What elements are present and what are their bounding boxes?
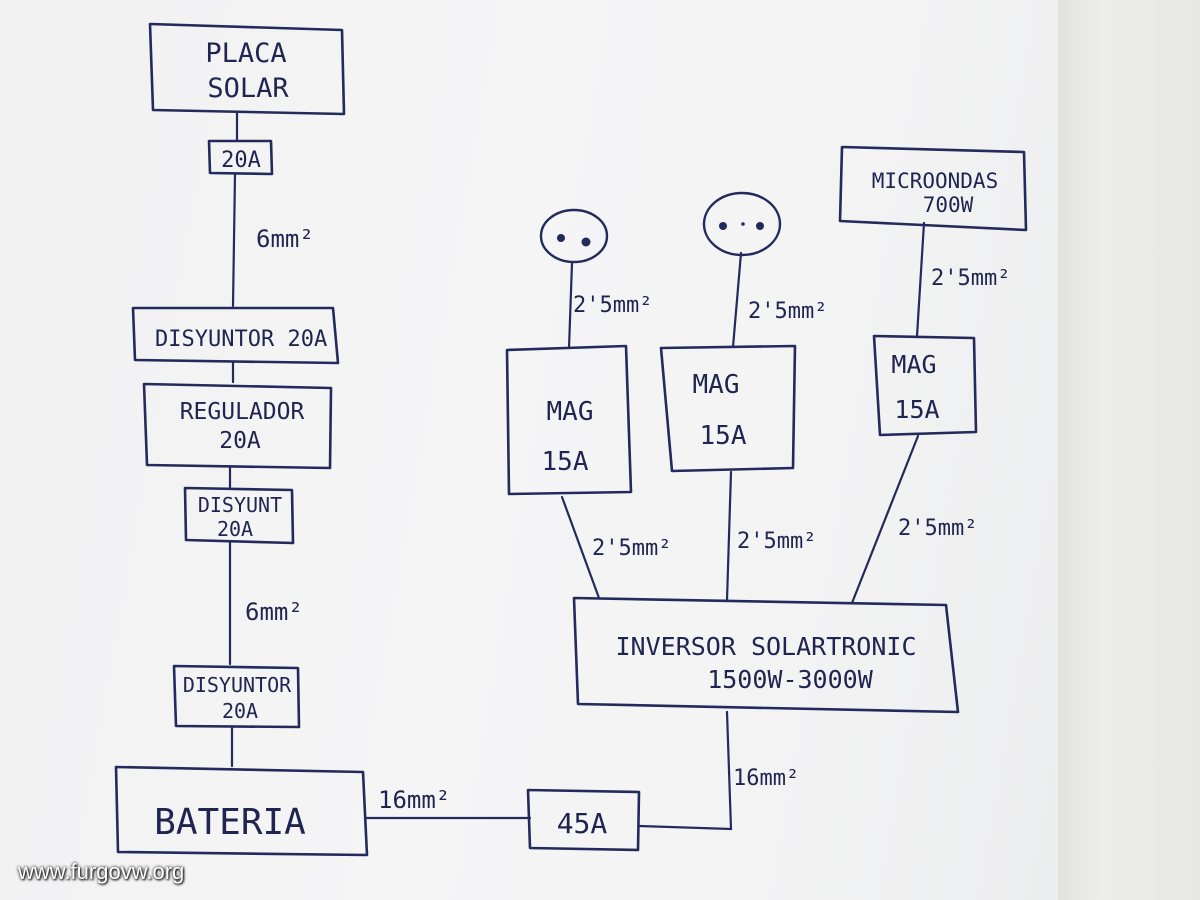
wire-fuse-to-inversor xyxy=(637,710,733,831)
mag2-label-1: MAG xyxy=(693,370,740,400)
fuse-20a-label: 20A xyxy=(221,148,261,173)
disyuntor-low-node: DISYUNTOR 20A xyxy=(172,664,301,729)
wire-panel-label: 6mm² xyxy=(256,225,314,253)
bateria-node: BATERIA xyxy=(114,765,369,857)
placa-solar-label-1: PLACA xyxy=(205,38,286,69)
wire-inverter-in-label: 16mm² xyxy=(733,766,799,791)
mag3-label-2: 15A xyxy=(894,395,939,424)
paper-sheet xyxy=(0,0,1058,900)
wire-mag2-out-label: 2'5mm² xyxy=(748,299,827,324)
microondas-label-1: MICROONDAS xyxy=(872,169,998,193)
wire-mag3-to-microondas xyxy=(915,221,926,338)
wire-mag1-to-socket xyxy=(567,261,574,350)
wire-inv-mag3-label: 2'5mm² xyxy=(898,516,977,541)
mag1-node: MAG 15A xyxy=(505,344,633,496)
placa-solar-node: PLACA SOLAR xyxy=(148,22,346,116)
socket-1-icon xyxy=(539,208,609,264)
disyuntor-low-label-2: 20A xyxy=(222,699,258,723)
inversor-label-1: INVERSOR SOLARTRONIC xyxy=(615,632,916,661)
mag3-label-1: MAG xyxy=(891,350,936,379)
fuse-20a-node: 20A xyxy=(207,139,274,176)
wire-inv-mag1-label: 2'5mm² xyxy=(592,536,671,561)
disyunt-mid-label-1: DISYUNT xyxy=(198,493,282,517)
disyuntor-top-label: DISYUNTOR 20A xyxy=(155,327,327,352)
wire-mag3-out-label: 2'5mm² xyxy=(931,266,1010,291)
wire-bat-fuse-label: 16mm² xyxy=(378,786,450,814)
wire-fuse-to-disyuntor xyxy=(231,172,237,308)
placa-solar-label-2: SOLAR xyxy=(207,73,289,104)
table-background xyxy=(1058,0,1200,900)
inversor-node: INVERSOR SOLARTRONIC 1500W-3000W xyxy=(572,596,960,714)
mag3-node: MAG 15A xyxy=(872,334,978,437)
disyunt-mid-label-2: 20A xyxy=(217,517,253,541)
disyuntor-top-node: DISYUNTOR 20A xyxy=(131,306,340,365)
fuse-45a-node: 45A xyxy=(526,788,641,852)
watermark: www.furgovw.org xyxy=(18,859,185,884)
mag1-label-1: MAG xyxy=(547,397,594,427)
socket-2-icon xyxy=(702,191,782,257)
fuse-45a-label: 45A xyxy=(557,807,608,840)
wire-inversor-to-mag2 xyxy=(725,470,733,602)
microondas-node: MICROONDAS 700W xyxy=(838,145,1028,232)
inversor-label-2: 1500W-3000W xyxy=(707,665,874,694)
regulador-label-1: REGULADOR xyxy=(180,399,305,425)
regulador-label-2: 20A xyxy=(219,428,261,454)
disyunt-mid-node: DISYUNT 20A xyxy=(183,486,295,545)
wire-inversor-to-mag3 xyxy=(850,434,920,605)
wire-inv-mag2-label: 2'5mm² xyxy=(737,529,816,554)
mag2-node: MAG 15A xyxy=(659,344,797,473)
mag1-label-2: 15A xyxy=(542,447,589,477)
wire-battery-label: 6mm² xyxy=(245,598,303,626)
mag2-label-2: 15A xyxy=(700,421,747,451)
wire-inversor-to-mag1 xyxy=(560,495,601,600)
bateria-label: BATERIA xyxy=(154,802,306,843)
disyuntor-low-label-1: DISYUNTOR xyxy=(183,673,292,697)
regulador-node: REGULADOR 20A xyxy=(142,382,333,470)
microondas-label-2: 700W xyxy=(923,193,974,217)
wire-mag2-to-socket xyxy=(731,251,743,349)
wire-mag1-out-label: 2'5mm² xyxy=(573,293,652,318)
